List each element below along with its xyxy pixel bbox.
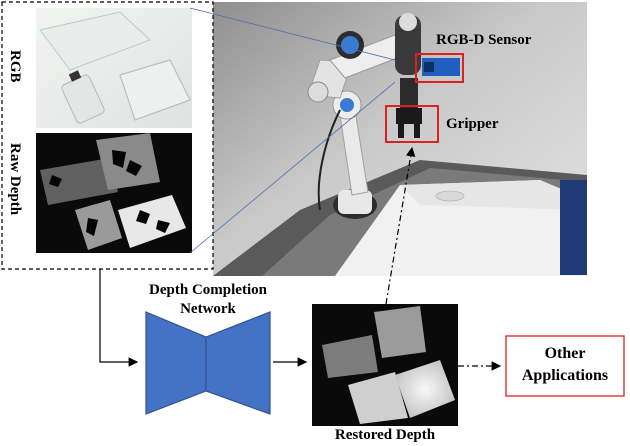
decoder-shape [205, 311, 271, 415]
other-applications-box [505, 335, 625, 397]
zoom-line-top [189, 7, 396, 61]
network-label-line1: Depth Completion [149, 282, 267, 298]
raw-depth-label: Raw Depth [7, 143, 23, 216]
zoom-line-bottom [189, 81, 396, 254]
gripper-label: Gripper [446, 116, 499, 132]
sensor-label: RGB-D Sensor [436, 32, 532, 48]
arrow-input-to-network [99, 269, 139, 367]
restored-depth-image [312, 304, 458, 426]
network-label: Depth Completion Network [128, 281, 288, 319]
other-applications-label: Other Applications [506, 343, 624, 387]
arrow-to-gripper [385, 146, 416, 305]
restored-depth-label: Restored Depth [334, 427, 436, 443]
encoder-shape [145, 311, 207, 415]
other-label-line2: Applications [521, 367, 609, 384]
other-label-line1: Other [544, 345, 586, 362]
network-label-line2: Network [180, 301, 236, 317]
sensor-highlight-box [415, 53, 464, 83]
gripper-highlight-box [385, 105, 439, 143]
rgb-image [36, 8, 192, 128]
rgb-label: RGB [7, 50, 23, 83]
raw-depth-image [36, 133, 192, 253]
